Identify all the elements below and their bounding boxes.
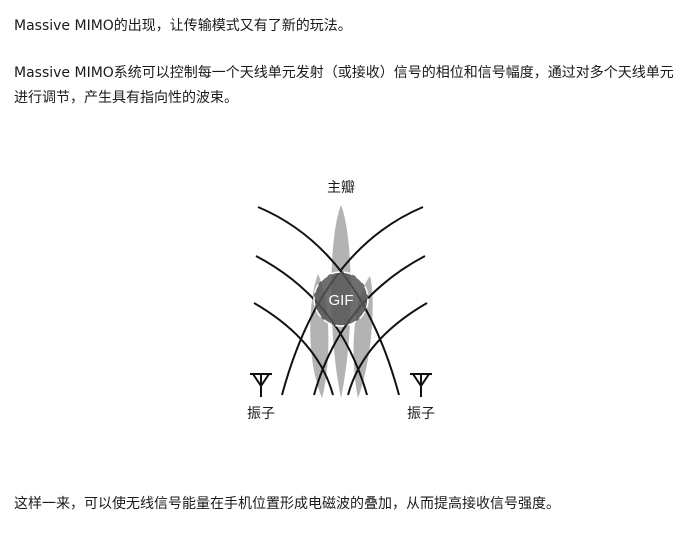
left-wave-inner bbox=[253, 302, 334, 396]
gif-badge-label: GIF bbox=[329, 292, 354, 309]
antenna-right-icon bbox=[410, 373, 432, 397]
element-right-label: 振子 bbox=[407, 406, 435, 422]
conclusion-paragraph: 这样一来，可以使无线信号能量在手机位置形成电磁波的叠加，从而提高接收信号强度。 bbox=[14, 496, 560, 512]
antenna-left-icon bbox=[250, 373, 272, 397]
intro-paragraph: Massive MIMO的出现，让传输模式又有了新的玩法。 bbox=[14, 18, 352, 34]
main-lobe-label: 主瓣 bbox=[327, 180, 355, 196]
right-wave-inner bbox=[347, 302, 428, 396]
element-left-label: 振子 bbox=[247, 406, 275, 422]
description-paragraph: Massive MIMO系统可以控制每一个天线单元发射（或接收）信号的相位和信号… bbox=[14, 65, 674, 106]
gif-play-badge[interactable]: GIF bbox=[313, 271, 369, 327]
